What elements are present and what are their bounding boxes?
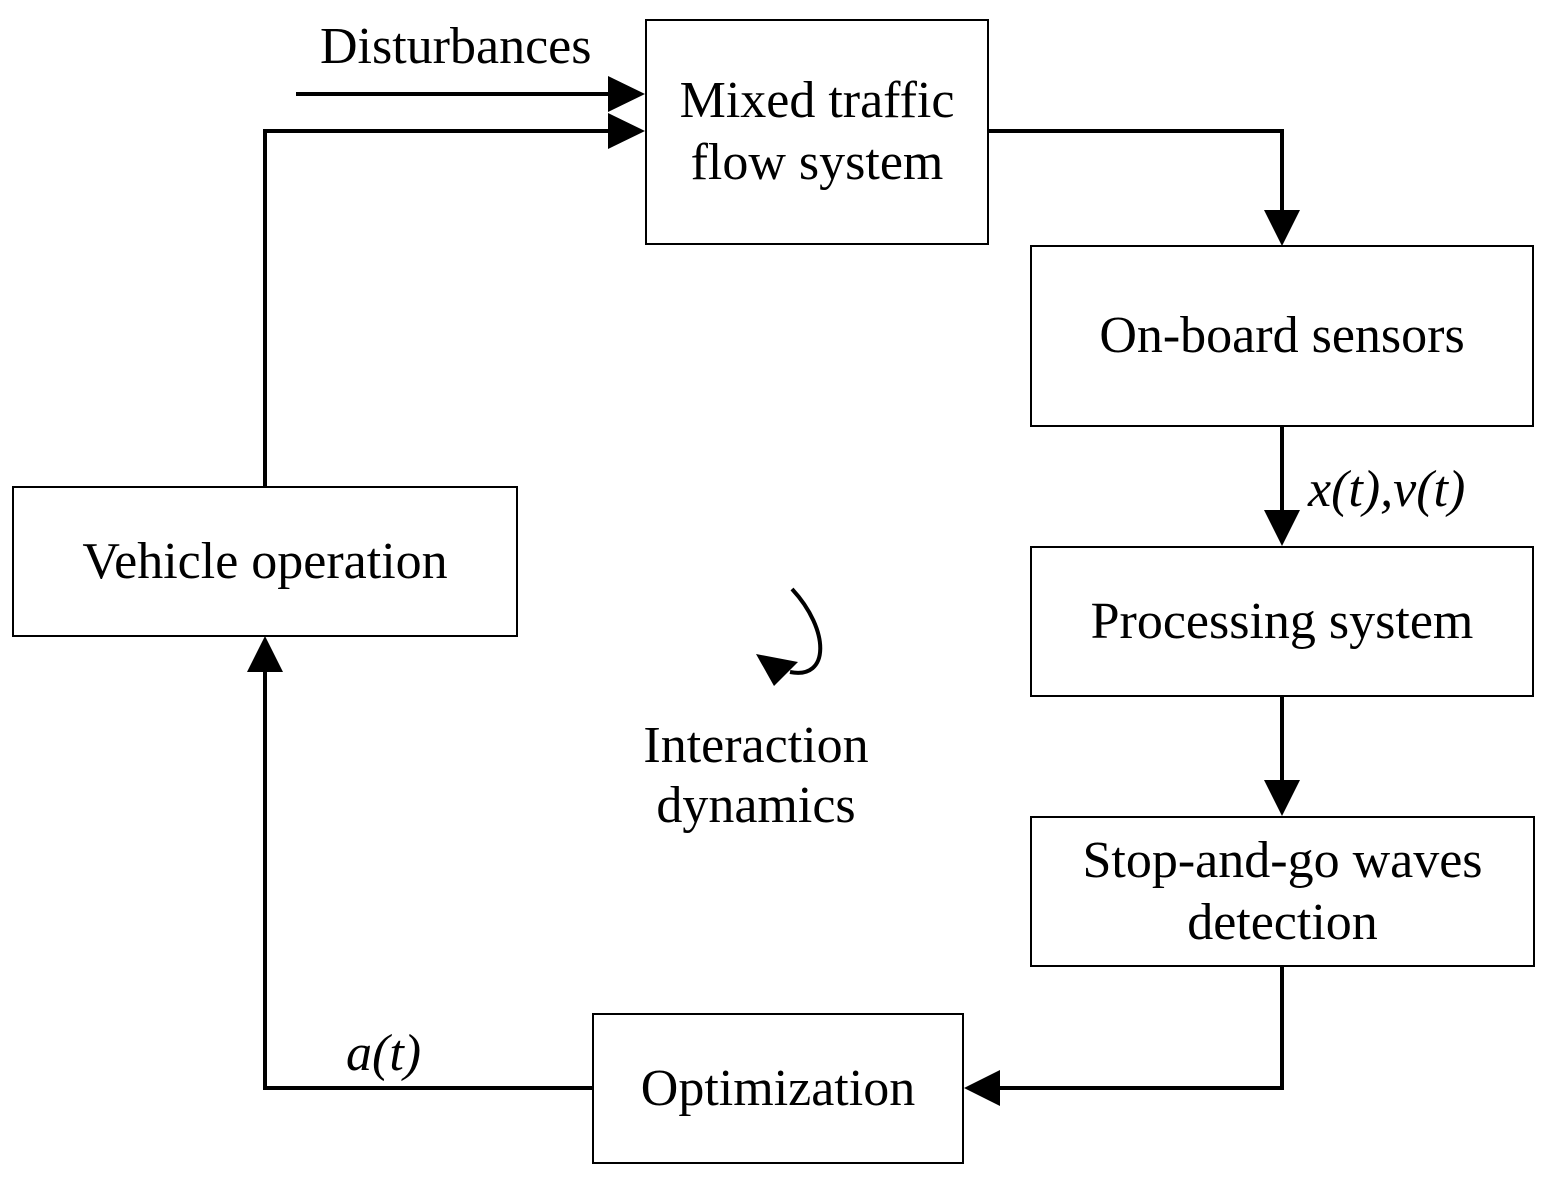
disturbances-arrow xyxy=(296,76,645,112)
disturbances-label: Disturbances xyxy=(320,18,592,75)
onboard-sensors-block: On-board sensors xyxy=(1030,245,1534,427)
interaction-dynamics-label: Interaction dynamics xyxy=(606,716,906,836)
processing-to-detection-arrow xyxy=(1264,697,1300,816)
onboard-sensors-label: On-board sensors xyxy=(1099,307,1465,364)
optimization-block: Optimization xyxy=(592,1013,964,1164)
wave-detection-label-line2: detection xyxy=(1187,893,1378,951)
optimization-label: Optimization xyxy=(640,1059,916,1117)
vehicle-operation-block: Vehicle operation xyxy=(12,486,518,637)
processing-system-block: Processing system xyxy=(1030,546,1534,697)
traffic-to-sensors-arrow xyxy=(989,129,1300,246)
control-signal-label: a(t) xyxy=(346,1025,422,1082)
traffic-system-label-line2: flow system xyxy=(690,134,944,191)
detection-to-optimization-arrow xyxy=(964,967,1284,1106)
interaction-curved-arrow-icon xyxy=(756,587,823,686)
interaction-dynamics-line1: Interaction xyxy=(643,717,869,774)
traffic-system-block: Mixed traffic flow system xyxy=(645,19,989,245)
optimization-to-vehicle-arrow xyxy=(247,636,592,1090)
state-signal-label: x(t),v(t) xyxy=(1308,461,1466,518)
processing-system-label: Processing system xyxy=(1090,592,1474,650)
traffic-system-label-line1: Mixed traffic xyxy=(679,72,955,129)
wave-detection-label-line1: Stop-and-go waves xyxy=(1082,831,1483,889)
sensors-to-processing-arrow xyxy=(1264,427,1300,546)
wave-detection-block: Stop-and-go waves detection xyxy=(1030,816,1535,967)
vehicle-operation-label: Vehicle operation xyxy=(82,532,448,590)
interaction-dynamics-line2: dynamics xyxy=(656,777,856,834)
vehicle-to-traffic-arrow xyxy=(263,113,645,488)
